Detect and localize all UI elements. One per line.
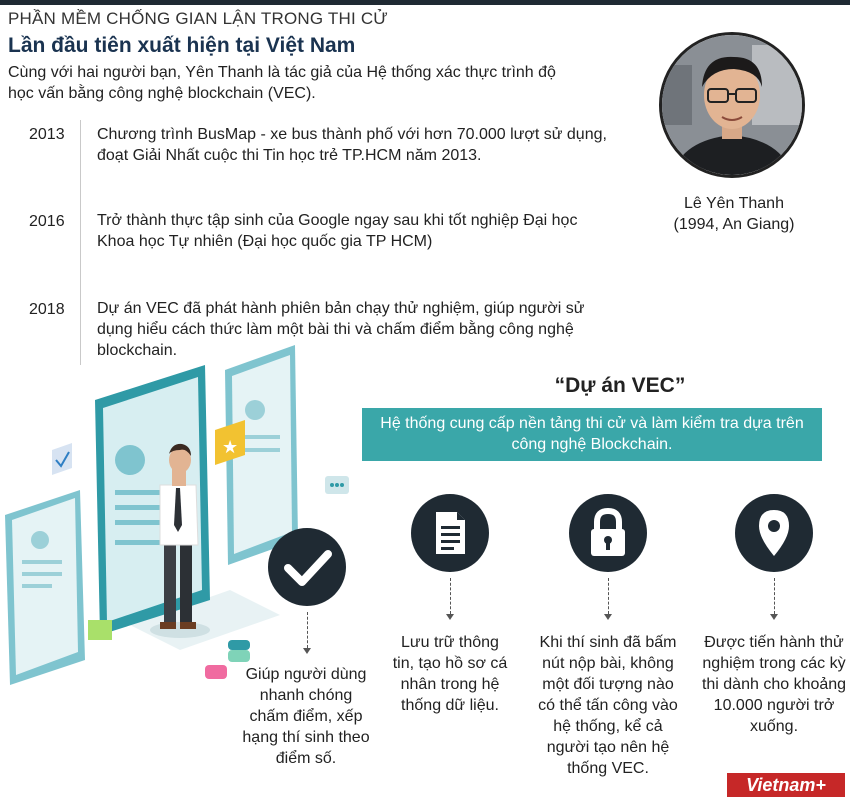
person-name-block: Lê Yên Thanh (1994, An Giang) [640,193,828,235]
feature-text-storage: Lưu trữ thông tin, tạo hồ sơ cá nhân tro… [392,634,508,714]
illustration-people-screens: ★ [5,345,298,685]
timeline-text-2013: Chương trình BusMap - xe bus thành phố v… [97,126,607,164]
timeline-year-2016: 2016 [29,213,65,230]
kicker-heading: PHẦN MỀM CHỐNG GIAN LẬN TRONG THI CỬ [8,9,389,28]
connector-line [608,578,609,614]
connector-arrow [604,614,612,620]
connector-arrow [446,614,454,620]
feature-text-scoring: Giúp người dùng nhanh chóng chấm điểm, x… [242,666,370,767]
avatar [659,32,805,178]
timeline-year-2018: 2018 [29,301,65,318]
timeline-year-2013: 2013 [29,126,65,143]
connector-arrow [770,614,778,620]
document-icon [411,494,489,572]
svg-text:★: ★ [222,437,238,458]
connector-line [450,578,451,614]
connector-line [774,578,775,614]
vec-description-banner: Hệ thống cung cấp nền tảng thi cử và làm… [362,408,822,461]
intro-text: Cùng với hai người bạn, Yên Thanh là tác… [8,64,556,102]
timeline-text-2016: Trở thành thực tập sinh của Google ngay … [97,212,578,250]
checkmark-icon [268,528,346,606]
vec-title: “Dự án VEC” [554,374,686,397]
top-bar [0,0,850,5]
person-detail: (1994, An Giang) [673,216,795,233]
person-name: Lê Yên Thanh [684,195,784,212]
page-title: Lần đầu tiên xuất hiện tại Việt Nam [8,34,356,57]
connector-arrow [303,648,311,654]
feature-text-security: Khi thí sinh đã bấm nút nộp bài, không m… [538,634,678,777]
chat-bubble-icon [325,476,349,494]
timeline-text-2018: Dự án VEC đã phát hành phiên bản chạy th… [97,300,585,359]
lock-icon [569,494,647,572]
timeline-line [80,120,81,365]
location-pin-icon [735,494,813,572]
feature-text-testing: Được tiến hành thử nghiệm trong các kỳ t… [701,634,847,735]
connector-line [307,612,308,648]
vietnamplus-logo: Vietnam+ [727,773,845,797]
